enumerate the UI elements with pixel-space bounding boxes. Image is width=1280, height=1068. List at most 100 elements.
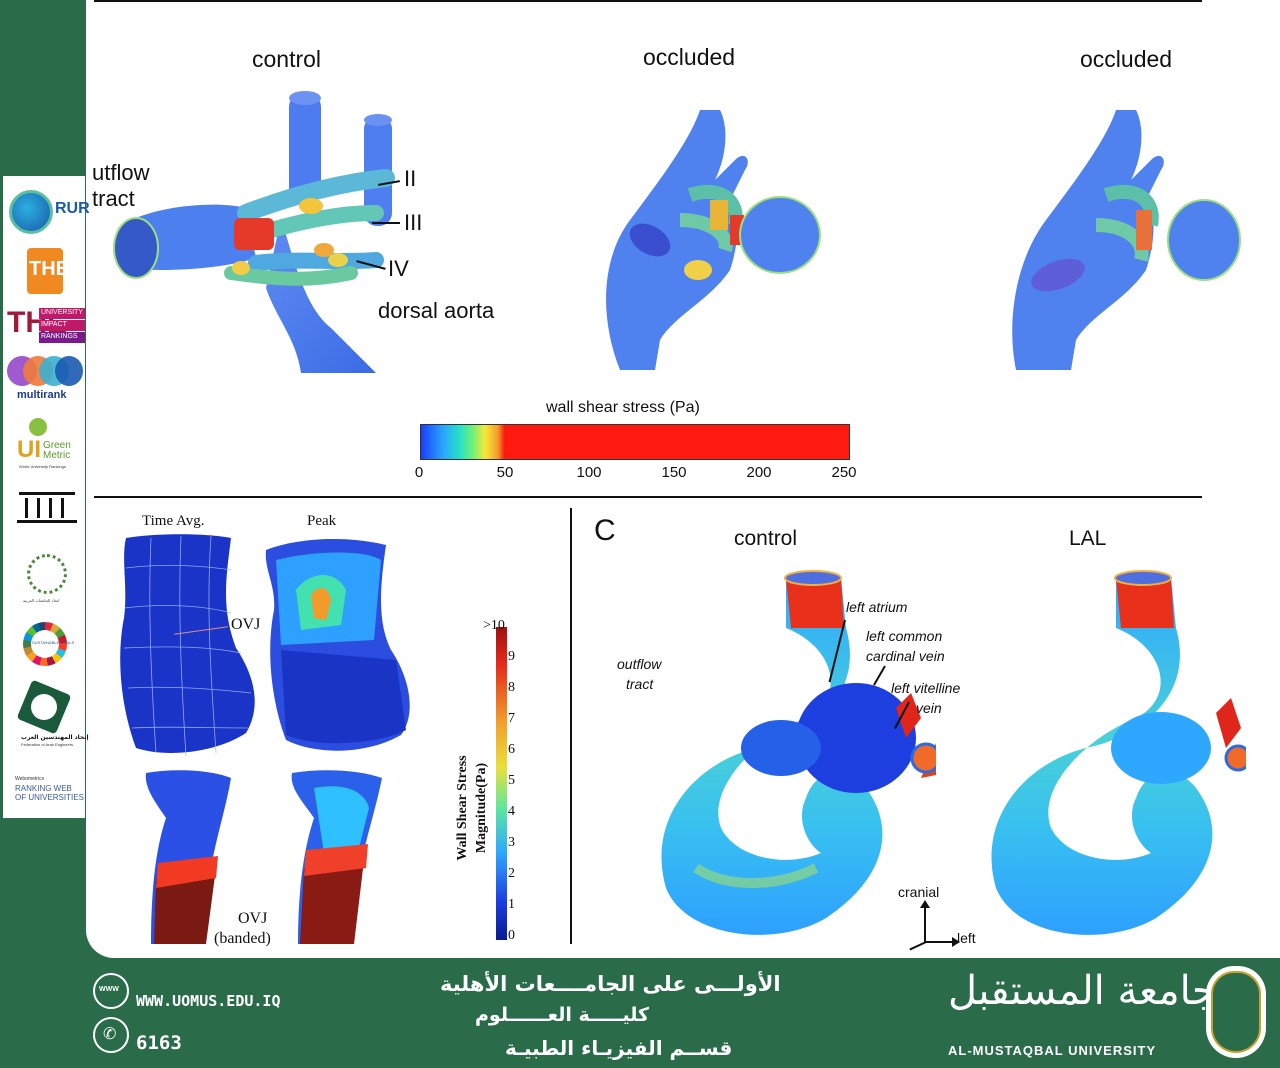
greenmetric-line-1: Green [43,440,71,451]
multirank-ring-4 [55,356,83,386]
colorbar-top-tick-150: 150 [661,464,687,481]
rur-logo: RUR [3,184,90,234]
label-arch-iii: III [404,210,423,235]
colorbar-bottom-tick-10: >10 [483,618,505,633]
rur-text: RUR [55,200,90,217]
label-ovj-upper: OVJ [231,616,261,633]
arab-union-text: اتحاد الجامعات العربية [23,598,60,603]
vertical-divider [570,508,572,944]
colorbar-bottom-tick-9: 9 [508,649,515,664]
arab-universities-union-logo: اتحاد الجامعات العربية [3,554,85,610]
webometrics-top: Webometrics [15,776,45,782]
the-impact-line-1: UNIVERSITY [41,309,84,316]
webometrics-line-1: RANKING WEB [15,784,72,793]
control-heart-c [661,570,936,935]
the-logo: THE [3,248,85,294]
leader-iii [372,222,400,224]
webometrics-line-2: OF UNIVERSITIES [15,793,84,802]
greenmetric-globe-icon [29,418,47,436]
label-ovj-banded-1: OVJ [238,910,268,927]
label-arch-iv: IV [388,256,409,281]
the-logo-box [27,248,63,294]
label-arch-ii: II [404,166,417,191]
phone-glyph: ✆ [103,1026,117,1043]
footer-phone[interactable]: 6163 [136,1032,182,1054]
colorbar-top-tick-100: 100 [576,464,602,481]
label-vitelline-1: left vitelline [891,680,961,696]
title-peak: Peak [307,513,337,529]
colorbar-top-tick-200: 200 [746,464,772,481]
occluded-model-2 [1012,110,1241,370]
title-control-top: control [252,46,322,72]
wreath-icon [27,554,67,594]
crest-inner [1211,971,1261,1053]
web-globe-icon[interactable]: WWW [93,973,129,1009]
university-name-en: AL-MUSTAQBAL UNIVERSITY [948,1043,1157,1058]
axis-cranial-arrow [920,900,930,908]
building-column-1 [25,498,28,518]
colorbar-bottom-tick-8: 8 [508,680,515,695]
footer-website[interactable]: WWW.UOMUS.EDU.IQ [136,992,281,1010]
building-base-icon [17,520,77,523]
building-roof-icon [19,492,75,495]
label-outflow-tract-1: utflow [92,160,150,185]
sdg-text: SUSTAINABLE GOALS [32,640,75,645]
label-left: left [957,930,976,946]
colorbar-bottom-tick-3: 3 [508,835,515,850]
university-crest-icon [1206,966,1266,1058]
label-outflow-tract-2: tract [92,186,135,211]
building-column-4 [61,498,64,518]
colorbar-bottom-title-1: Wall Shear Stress [455,755,470,861]
the-logo-text: THE [29,258,69,280]
time-avg-model-upper [120,534,255,757]
colorbar-top-tick-50: 50 [496,464,514,481]
greenmetric-logo: UI Green Metric World University Ranking… [3,418,85,474]
colorbar-bottom-left [496,627,507,940]
sdg-logo: SUSTAINABLE GOALS [3,622,85,674]
sdg-wheel-center [31,630,59,658]
label-cardinal-2: cardinal vein [866,648,945,664]
the-impact-line-2: IMPACT [41,321,67,328]
colorbar-bottom-tick-7: 7 [508,711,515,726]
control-arch-model [113,91,395,373]
institution-building-logo [3,490,85,526]
the-impact-bar-1 [39,308,85,319]
rankings-sidebar: RUR THE THE UNIVERSITY IMPACT RANKINGS m… [3,176,90,818]
title-occluded-2: occluded [1080,46,1173,72]
colorbar-top [420,424,850,460]
the-impact-logo: THE UNIVERSITY IMPACT RANKINGS [3,306,85,346]
building-column-3 [49,498,52,518]
footer-line-3: قســم الفيزيـاء الطبيـة [505,1036,733,1060]
web-icon-text: WWW [99,986,119,993]
axis-cranial-line [924,902,926,942]
peak-model-lower [291,770,382,944]
colorbar-bottom-tick-0: 0 [508,928,515,943]
greenmetric-ui: UI [17,436,41,463]
panel-c-letter: C [594,514,616,547]
university-name-ar: جامعة المستقبل [948,968,1217,1014]
label-left-atrium: left atrium [846,599,908,615]
building-column-2 [37,498,40,518]
label-cranial: cranial [898,884,940,900]
time-avg-model-lower [145,770,231,944]
title-time-avg: Time Avg. [142,513,205,529]
colorbar-bottom-tick-6: 6 [508,742,515,757]
colorbar-bottom-tick-4: 4 [508,804,515,819]
colorbar-top-title: wall shear stress (Pa) [546,399,700,416]
rur-globe-icon [9,190,53,234]
engineers-emblem-inner [31,694,57,720]
label-vitelline-2: vein [916,700,942,716]
webometrics-logo: Webometrics RANKING WEB OF UNIVERSITIES [3,776,85,806]
phone-icon[interactable]: ✆ [93,1017,129,1053]
colorbar-bottom-tick-2: 2 [508,866,515,881]
label-outflow-c-2: tract [626,676,654,692]
colorbar-bottom-title-2: Magnitude(Pa) [474,762,489,854]
the-impact-bar-2 [39,320,85,331]
top-divider [94,0,1202,2]
engineers-text: إتحاد المهندسين العرب [21,734,89,741]
title-occluded-1: occluded [643,44,736,70]
axis-left-line [924,941,954,943]
axis-left-arrow [952,937,960,947]
label-ovj-banded-2: (banded) [214,930,271,947]
peak-model-upper [265,538,410,751]
